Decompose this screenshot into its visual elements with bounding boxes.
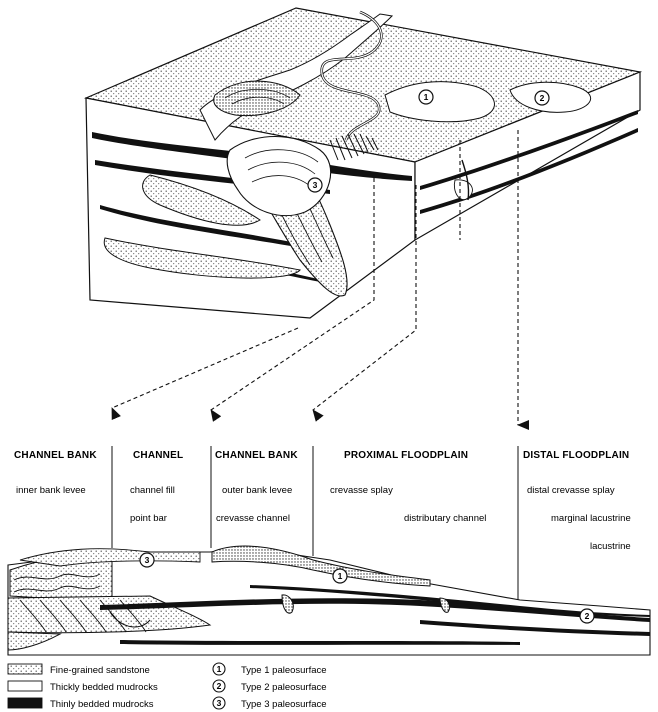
marker-label: 3 — [313, 180, 318, 190]
legend-label: Thinly bedded mudrocks — [50, 699, 154, 710]
legend-label: Type 3 paleosurface — [241, 699, 327, 710]
paleosurface-marker-3-section: 3 — [140, 553, 154, 567]
legend-item-paleosurface-2: 2 Type 2 paleosurface — [213, 680, 327, 693]
paleosurface-marker-1-block: 1 — [419, 90, 433, 104]
paleosurface-marker-3-block: 3 — [308, 178, 322, 192]
zone-item: crevasse channel — [216, 513, 290, 524]
legend-item-paleosurface-3: 3 Type 3 paleosurface — [213, 697, 327, 710]
marker-label: 2 — [540, 93, 545, 103]
zone-title: CHANNEL BANK — [215, 450, 298, 461]
legend: Fine-grained sandstone Thickly bedded mu… — [8, 663, 327, 710]
legend-item-thick-mudrock: Thickly bedded mudrocks — [8, 681, 158, 693]
cross-section — [8, 546, 650, 655]
legend-item-sandstone: Fine-grained sandstone — [8, 664, 150, 676]
marker-label: 3 — [145, 555, 150, 565]
paleosurface-marker-2-section: 2 — [580, 609, 594, 623]
zone-channel-bank-inner: CHANNEL BANK inner bank levee — [14, 450, 97, 496]
marker-label: 1 — [424, 92, 429, 102]
zone-channel: CHANNEL channel fill point bar — [130, 450, 183, 524]
legend-label: Type 2 paleosurface — [241, 682, 327, 693]
legend-item-paleosurface-1: 1 Type 1 paleosurface — [213, 663, 327, 676]
legend-label: Type 1 paleosurface — [241, 665, 327, 676]
leader-line — [112, 328, 298, 408]
zone-title: CHANNEL — [133, 450, 183, 461]
marker-label: 1 — [338, 571, 343, 581]
zone-item: outer bank levee — [222, 485, 292, 496]
zone-channel-bank-outer: CHANNEL BANK outer bank levee crevasse c… — [215, 450, 298, 524]
legend-marker: 1 — [217, 664, 222, 674]
legend-label: Fine-grained sandstone — [50, 665, 150, 676]
zone-item: marginal lacustrine — [551, 513, 631, 524]
zone-item: point bar — [130, 513, 167, 524]
paleosurface-marker-1-section: 1 — [333, 569, 347, 583]
zone-item: lacustrine — [590, 541, 631, 552]
zone-distal-floodplain: DISTAL FLOODPLAIN distal crevasse splay … — [523, 450, 631, 552]
zone-item: crevasse splay — [330, 485, 393, 496]
legend-label: Thickly bedded mudrocks — [50, 682, 158, 693]
zone-proximal-floodplain: PROXIMAL FLOODPLAIN crevasse splay distr… — [330, 450, 486, 524]
legend-item-thin-mudrock: Thinly bedded mudrocks — [8, 698, 154, 710]
block-diagram — [86, 8, 640, 318]
zone-title: PROXIMAL FLOODPLAIN — [344, 450, 468, 461]
zone-title: DISTAL FLOODPLAIN — [523, 450, 629, 461]
zone-title: CHANNEL BANK — [14, 450, 97, 461]
legend-marker: 3 — [217, 698, 222, 708]
zone-item: channel fill — [130, 485, 175, 496]
zone-item: distributary channel — [404, 513, 486, 524]
paleosurface-marker-2-block: 2 — [535, 91, 549, 105]
zone-item: inner bank levee — [16, 485, 86, 496]
legend-marker: 2 — [217, 681, 222, 691]
floodplain-lobe — [385, 82, 494, 122]
marker-label: 2 — [585, 611, 590, 621]
zone-item: distal crevasse splay — [527, 485, 615, 496]
